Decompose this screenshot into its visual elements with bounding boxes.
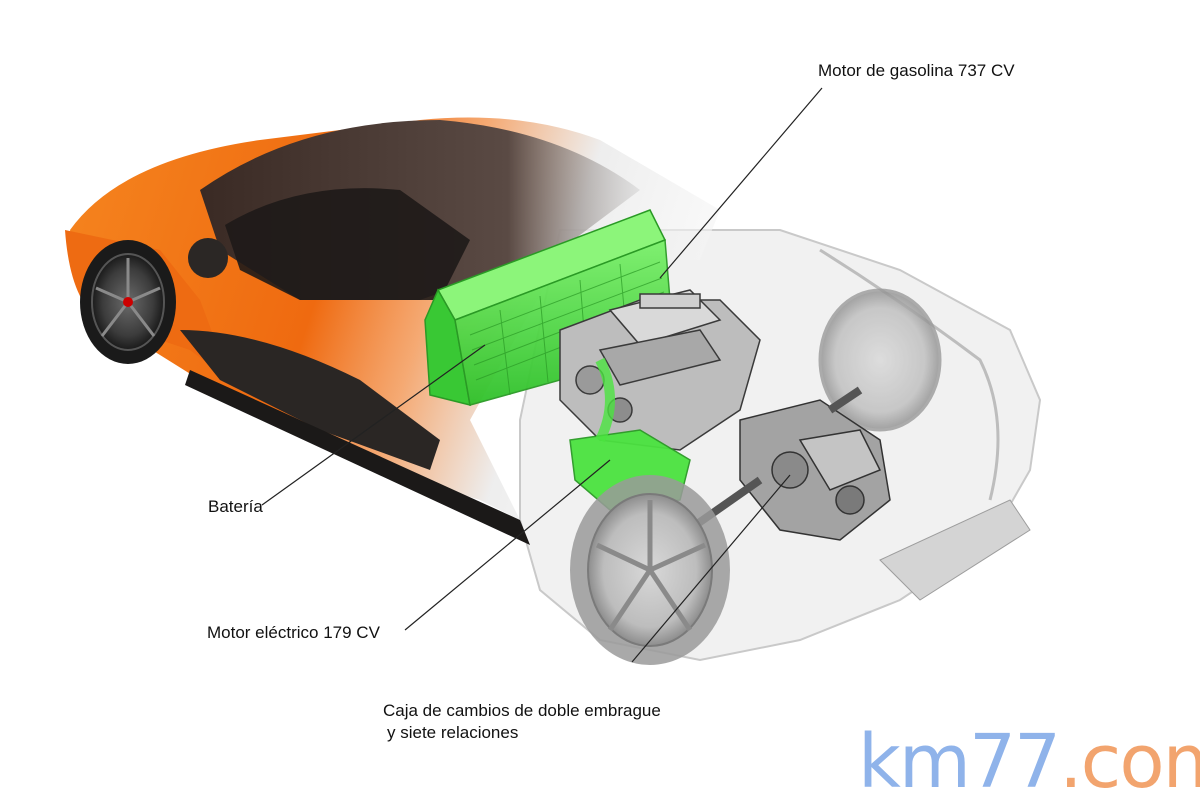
leader-motor-gasolina (659, 87, 823, 279)
electric-motor-link (595, 357, 615, 443)
leader-motor-electrico (404, 459, 611, 631)
rear-diffuser (879, 499, 1031, 601)
leader-lines (261, 87, 823, 663)
watermark-part1: km77 (858, 719, 1061, 805)
rear-fender-line (819, 248, 1000, 501)
rear-driveshaft-right (827, 386, 863, 414)
label-bateria: Batería (208, 497, 263, 516)
side-sill (185, 370, 530, 545)
gearbox (739, 399, 891, 541)
km77-watermark: km77.com (858, 722, 1200, 802)
label-caja-cambios: Caja de cambios de doble embrague y siet… (383, 700, 703, 744)
side-mirror (188, 238, 228, 278)
label-motor-electrico: Motor eléctrico 179 CV (207, 623, 380, 642)
label-caja-line1: Caja de cambios de doble embrague (383, 701, 661, 720)
front-wheel-spokes (95, 258, 161, 337)
leader-bateria (261, 344, 486, 506)
rear-wheel-spokes (595, 500, 707, 632)
watermark-part2: .com (1059, 719, 1200, 805)
leader-caja (631, 474, 791, 663)
front-wheel-hub (123, 297, 133, 307)
label-motor-gasolina: Motor de gasolina 737 CV (818, 61, 1015, 80)
battery-pack-front (424, 288, 471, 407)
side-window (225, 188, 470, 300)
label-caja-line2: y siete relaciones (387, 723, 519, 742)
side-carbon-panel (180, 330, 440, 470)
